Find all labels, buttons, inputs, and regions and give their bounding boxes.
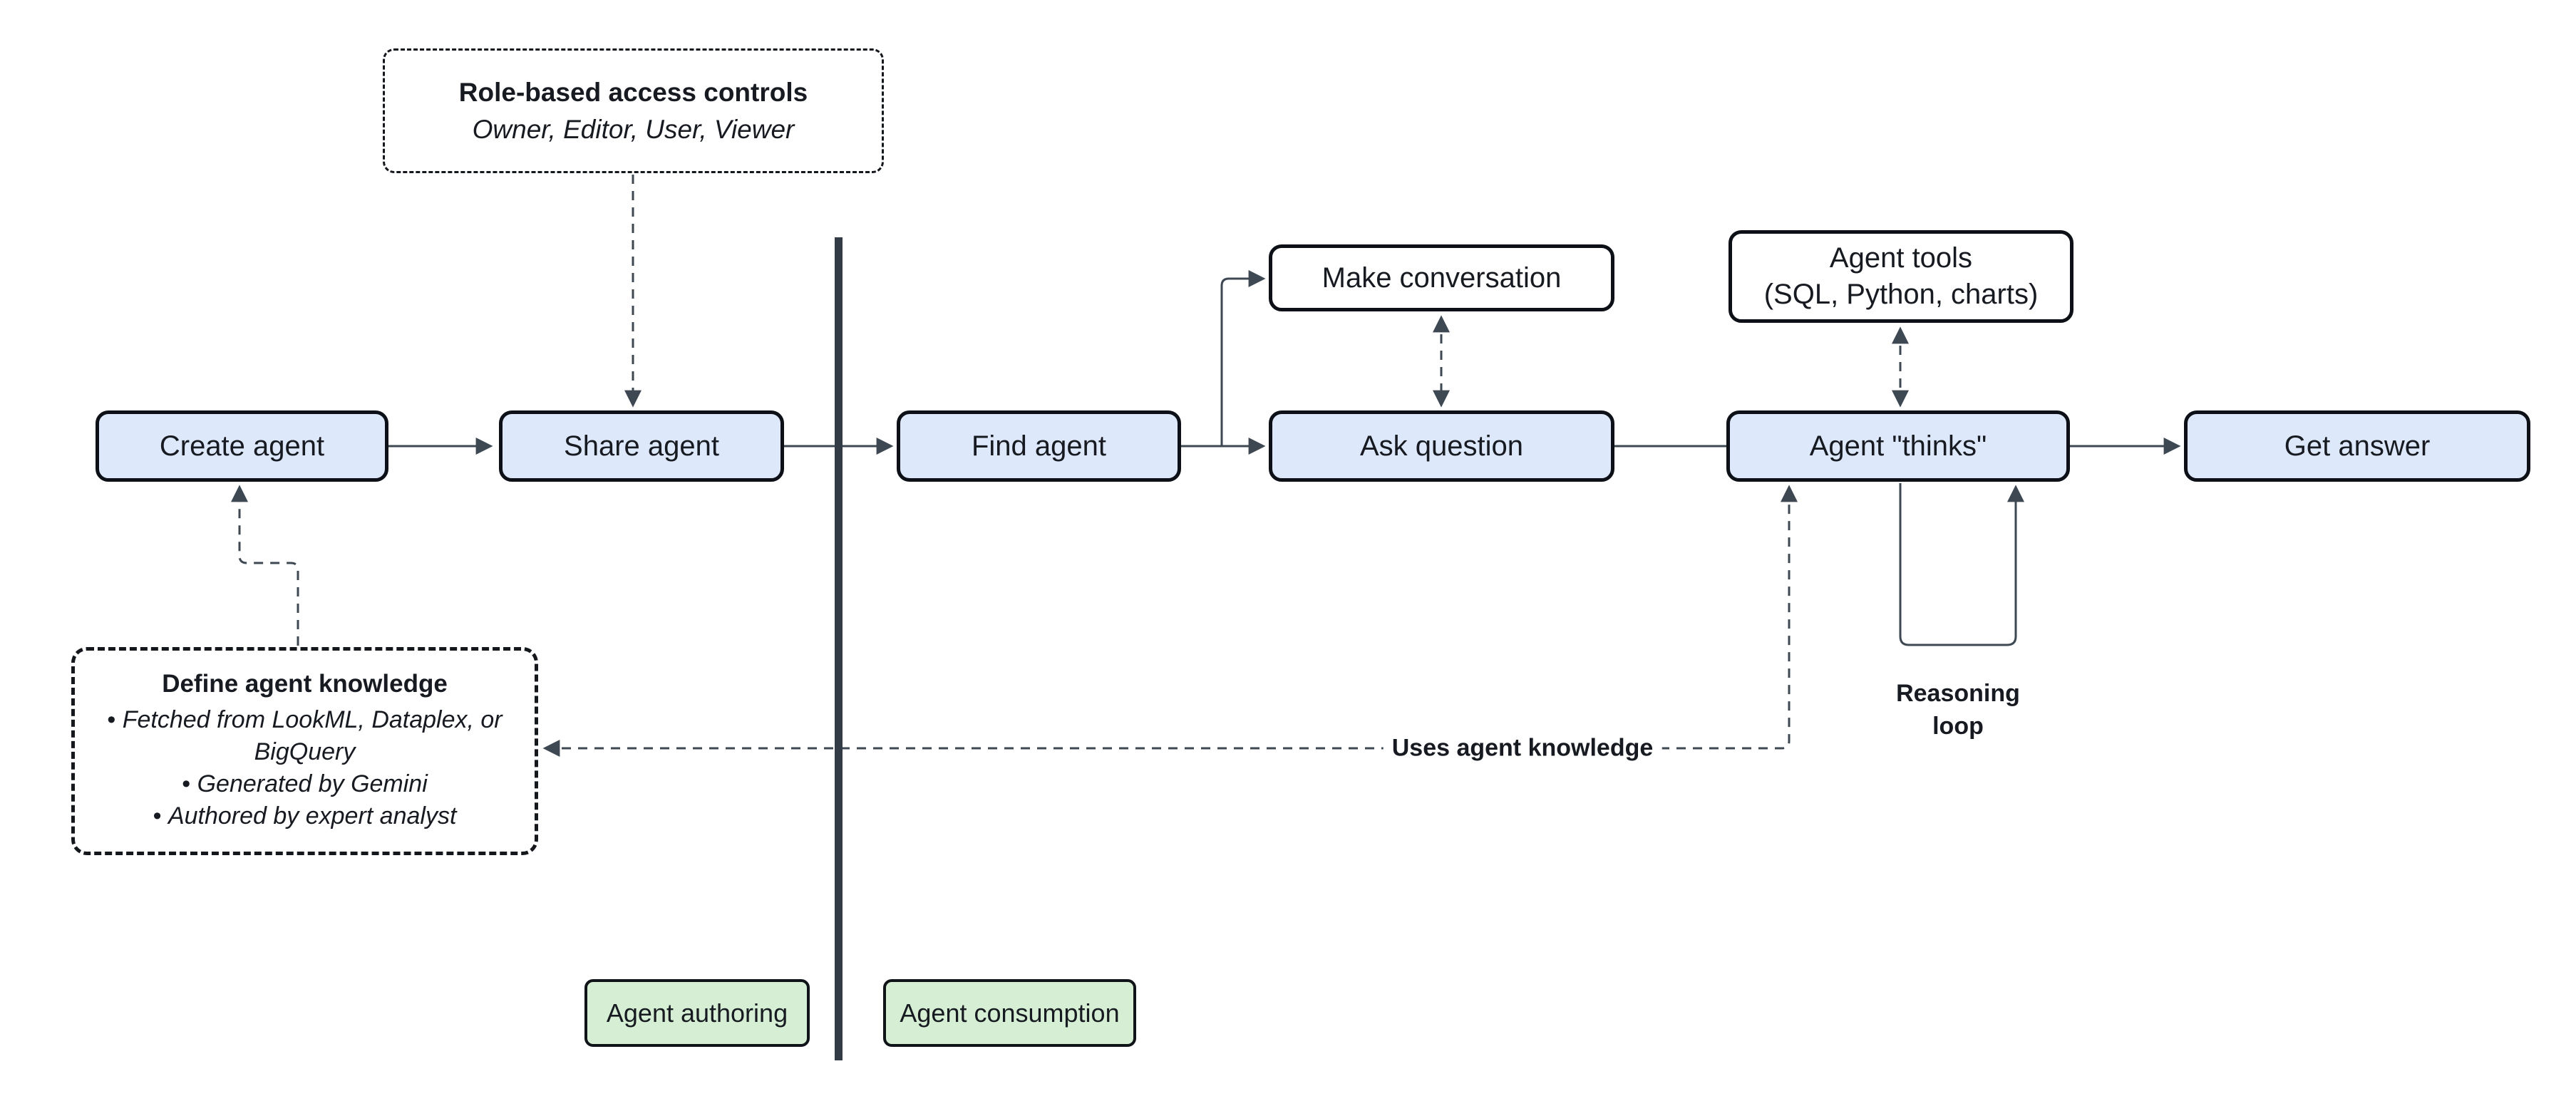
node-get-answer-label: Get answer	[2284, 430, 2431, 462]
define-knowledge-bullet-sources: Fetched from LookML, Dataplex, or BigQue…	[95, 704, 515, 768]
define-knowledge-bullet-analyst: Authored by expert analyst	[153, 800, 456, 832]
node-create-agent-label: Create agent	[159, 430, 325, 462]
arrow-find-to-make	[1220, 270, 1266, 446]
node-share-agent: Share agent	[499, 410, 784, 482]
node-get-answer: Get answer	[2184, 410, 2530, 482]
node-make-conversation: Make conversation	[1269, 244, 1614, 311]
node-find-agent: Find agent	[897, 410, 1181, 482]
reasoning-loop-label: Reasoning loop	[1896, 680, 2020, 740]
node-agent-thinks-label: Agent "thinks"	[1809, 430, 1987, 462]
define-knowledge-title: Define agent knowledge	[162, 670, 448, 698]
role-based-access-title: Role-based access controls	[458, 77, 808, 107]
zone-tag-agent-authoring: Agent authoring	[584, 979, 810, 1047]
zone-tag-agent-consumption-label: Agent consumption	[900, 998, 1120, 1028]
role-based-access-callout: Role-based access controls Owner, Editor…	[383, 48, 884, 173]
node-make-conversation-label: Make conversation	[1322, 262, 1562, 294]
zone-divider-line	[835, 237, 843, 1060]
node-find-agent-label: Find agent	[971, 430, 1107, 462]
role-based-access-roles: Owner, Editor, User, Viewer	[472, 114, 795, 144]
node-agent-tools-label-line1: Agent tools	[1829, 242, 1973, 274]
arrow-uses-agent-knowledge	[542, 485, 1798, 757]
uses-agent-knowledge-label: Uses agent knowledge	[1383, 733, 1662, 764]
zone-tag-agent-consumption: Agent consumption	[883, 979, 1136, 1047]
node-share-agent-label: Share agent	[564, 430, 719, 462]
define-knowledge-callout: Define agent knowledge Fetched from Look…	[71, 647, 538, 855]
node-create-agent: Create agent	[96, 410, 388, 482]
node-agent-tools: Agent tools (SQL, Python, charts)	[1729, 230, 2073, 323]
arrow-reasoning-loop	[1899, 483, 2024, 646]
node-agent-thinks: Agent "thinks"	[1726, 410, 2070, 482]
node-agent-tools-label-line2: (SQL, Python, charts)	[1763, 279, 2039, 310]
node-ask-question: Ask question	[1269, 410, 1614, 482]
zone-tag-agent-authoring-label: Agent authoring	[606, 998, 788, 1028]
define-knowledge-bullet-gemini: Generated by Gemini	[182, 768, 428, 800]
node-ask-question-label: Ask question	[1359, 430, 1524, 462]
arrow-define-to-create	[231, 485, 299, 646]
